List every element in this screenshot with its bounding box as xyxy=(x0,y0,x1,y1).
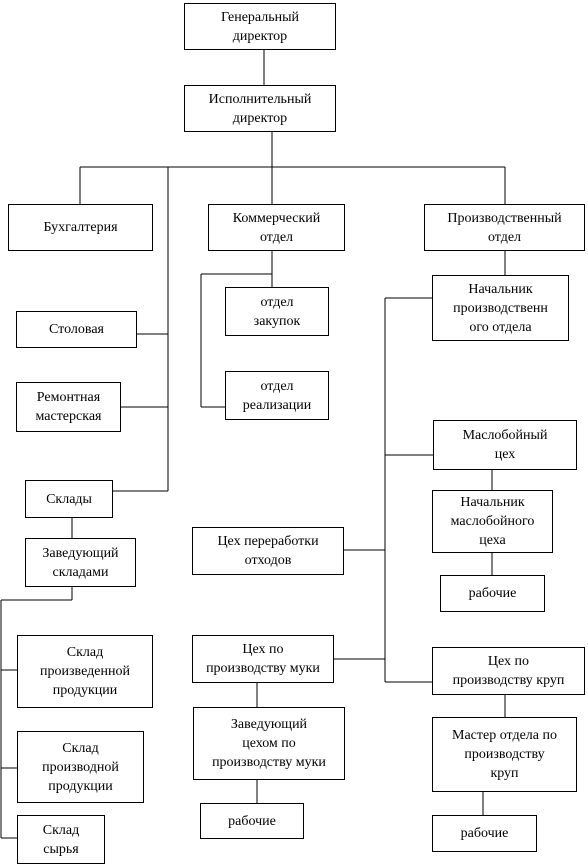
groats-shop-box: Цех по производству круп xyxy=(432,647,585,695)
flour-shop-box: Цех по производству муки xyxy=(192,635,334,683)
groats-master-box: Мастер отдела по производству круп xyxy=(432,717,577,792)
commercial-dept-box: Коммерческий отдел xyxy=(208,204,345,251)
purchasing-dept-box: отдел закупок xyxy=(225,287,329,336)
finished-goods-warehouse-box: Склад произведенной продукции xyxy=(17,635,153,708)
repair-shop-box: Ремонтная мастерская xyxy=(16,382,121,432)
executive-director-box: Исполнительный директор xyxy=(184,85,336,132)
oil-mill-head-box: Начальник маслобойного цеха xyxy=(432,490,553,553)
flour-shop-manager-box: Заведующий цехом по производству муки xyxy=(193,707,345,780)
flour-workers-box: рабочие xyxy=(200,803,304,839)
general-director-box: Генеральный директор xyxy=(184,3,336,50)
accounting-box: Бухгалтерия xyxy=(8,204,153,251)
production-dept-box: Производственный отдел xyxy=(424,204,585,251)
waste-processing-shop-box: Цех переработки отходов xyxy=(192,527,344,575)
groats-workers-box: рабочие xyxy=(432,815,537,852)
canteen-box: Столовая xyxy=(16,311,137,348)
oil-mill-workers-box: рабочие xyxy=(440,575,545,612)
sales-dept-box: отдел реализации xyxy=(225,371,329,420)
raw-materials-warehouse-box: Склад сырья xyxy=(17,815,105,864)
production-warehouse-box: Склад производной продукции xyxy=(17,731,144,803)
oil-mill-box: Маслобойный цех xyxy=(433,420,577,470)
warehouse-manager-box: Заведующий складами xyxy=(25,538,136,587)
production-head-box: Начальник производственн ого отдела xyxy=(432,275,569,341)
warehouses-box: Склады xyxy=(25,480,113,518)
